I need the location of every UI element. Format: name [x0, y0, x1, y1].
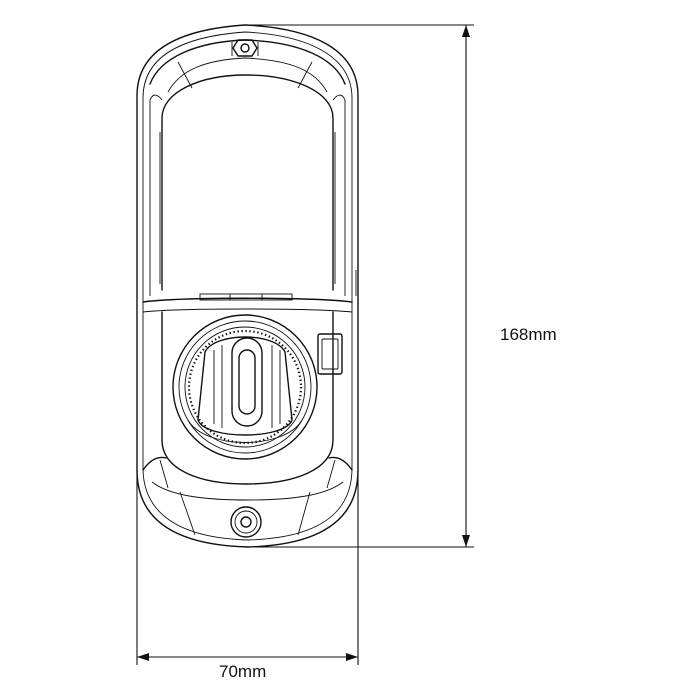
height-dimension: [250, 24, 474, 548]
thumb-turn-assembly: [161, 311, 334, 485]
top-screw-icon: [232, 39, 258, 57]
knob-grip-icon: [213, 337, 281, 428]
bezel-mid: [178, 320, 312, 454]
upper-cover-outline: [161, 74, 334, 291]
outer-shell: [136, 24, 359, 548]
inner-shell: [142, 31, 353, 541]
knob-body: [197, 336, 293, 436]
divider-ridge: [142, 293, 353, 313]
bezel-inner: [184, 326, 306, 448]
bottom-screw-icon: [230, 506, 262, 538]
bottom-cap: [142, 456, 353, 538]
top-cap: [149, 39, 346, 93]
upper-cover: [149, 74, 357, 296]
top-cap-inner: [167, 57, 328, 93]
bezel-ticks: [187, 329, 303, 445]
height-dimension-label: 168mm: [500, 325, 557, 344]
side-button-icon: [317, 333, 343, 375]
lock-body: [136, 24, 359, 548]
width-dimension-label: 70mm: [219, 662, 267, 681]
width-dimension: [136, 470, 359, 665]
bezel-outer: [172, 314, 318, 460]
